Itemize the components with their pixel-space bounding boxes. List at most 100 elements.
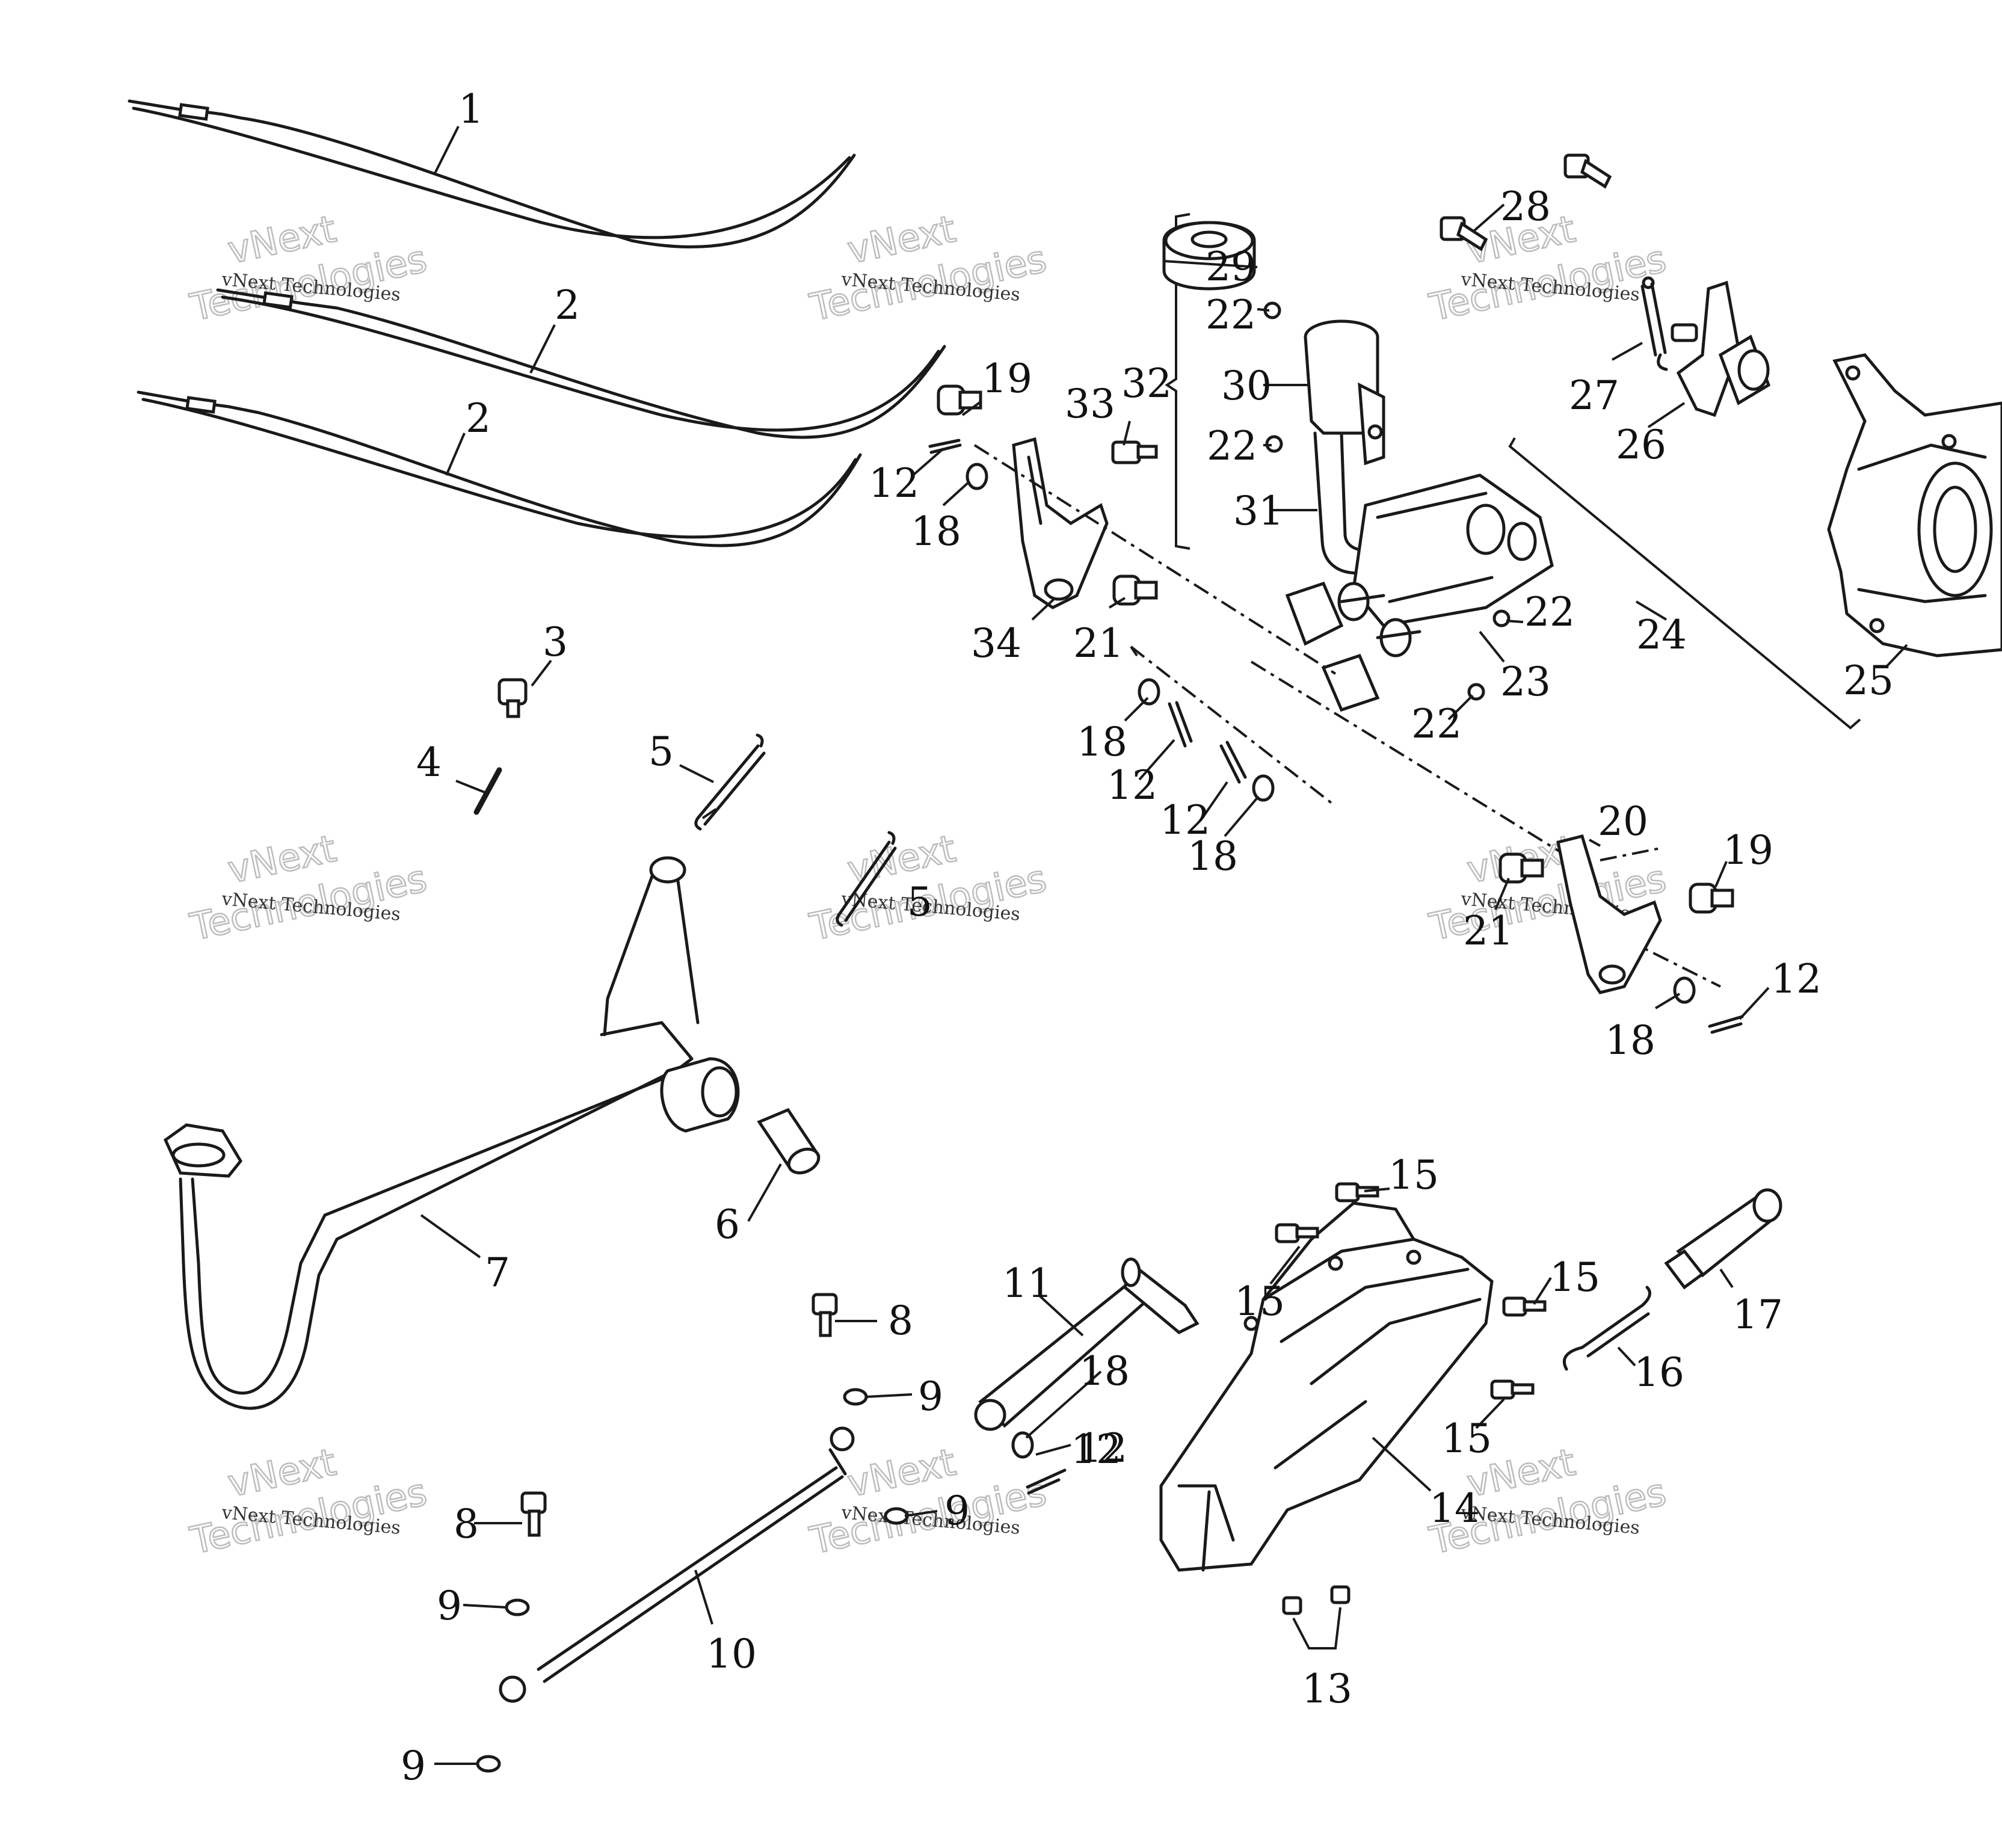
pin-part-21-upper xyxy=(1112,574,1158,606)
lever-part-20 xyxy=(1556,834,1662,994)
callout-18: 18 xyxy=(1079,1348,1130,1394)
callout-18: 18 xyxy=(1605,1017,1656,1064)
callout-26: 26 xyxy=(1616,422,1666,468)
callout-9: 9 xyxy=(401,1743,426,1789)
clip-part-22-c xyxy=(1492,609,1511,627)
callout-4: 4 xyxy=(416,739,442,786)
bracket-indicator-part-24 xyxy=(1508,437,1861,730)
callout-labels: 1 2 2 3 4 5 5 6 7 8 8 9 9 9 9 10 11 12 1… xyxy=(401,86,1894,1789)
bolt-part-28-b xyxy=(1563,153,1612,189)
rod-part-10 xyxy=(499,1426,855,1703)
callout-29: 29 xyxy=(1206,244,1256,290)
callout-9: 9 xyxy=(437,1583,462,1629)
master-cylinder-part-23 xyxy=(1285,473,1554,712)
callout-31: 31 xyxy=(1233,488,1284,534)
dashed-linkage-lower xyxy=(1250,661,1721,988)
bracket-part-14 xyxy=(1159,1201,1494,1572)
callout-5: 5 xyxy=(648,728,674,775)
callout-28: 28 xyxy=(1500,183,1551,230)
callout-33: 33 xyxy=(1065,381,1115,427)
callout-34: 34 xyxy=(971,620,1021,667)
bolt-part-15-a xyxy=(1335,1182,1379,1203)
washer-part-18-a xyxy=(966,463,988,490)
callout-11: 11 xyxy=(1002,1260,1053,1307)
bolt-part-8-lower xyxy=(520,1491,547,1537)
callout-3: 3 xyxy=(543,619,568,665)
cotter-part-12-c xyxy=(1219,741,1247,784)
callout-22: 22 xyxy=(1206,292,1256,338)
callout-8: 8 xyxy=(888,1298,913,1344)
nut-part-9-c xyxy=(505,1598,530,1616)
cotter-part-12-d xyxy=(1708,1015,1744,1034)
spring-part-16 xyxy=(1562,1286,1651,1371)
callout-8: 8 xyxy=(454,1501,479,1547)
cable-part-2-lower xyxy=(137,390,862,547)
callout-12: 12 xyxy=(1077,1425,1127,1471)
callout-20: 20 xyxy=(1598,798,1648,845)
bracket-indicator-part-32 xyxy=(1165,213,1190,550)
callout-12: 12 xyxy=(1160,797,1210,843)
callout-21: 21 xyxy=(1463,908,1514,954)
washer-part-18-b xyxy=(1138,678,1160,706)
nut-part-9-d xyxy=(476,1755,501,1773)
brake-pedal-part-7 xyxy=(163,856,740,1410)
callout-18: 18 xyxy=(911,508,961,555)
callout-30: 30 xyxy=(1221,363,1272,409)
washer-part-18-d xyxy=(1673,976,1696,1004)
reservoir-cap-part-29 xyxy=(1162,221,1256,291)
callout-2: 2 xyxy=(466,395,491,442)
leader-lines xyxy=(420,126,1908,1765)
pin-part-19-lower xyxy=(1689,882,1734,914)
washer-part-18-lower xyxy=(1011,1431,1034,1459)
callout-24: 24 xyxy=(1636,612,1687,658)
bolt-part-15-d xyxy=(1490,1379,1535,1400)
lever-part-26 xyxy=(1671,280,1771,417)
callout-16: 16 xyxy=(1634,1349,1684,1396)
cotter-part-4 xyxy=(473,767,502,815)
callout-23: 23 xyxy=(1500,659,1551,705)
callout-15: 15 xyxy=(1550,1254,1600,1301)
callout-2: 2 xyxy=(555,282,580,328)
callout-14: 14 xyxy=(1429,1485,1480,1532)
callout-19: 19 xyxy=(1723,827,1773,873)
link-arm-part-11 xyxy=(974,1257,1200,1431)
callout-12: 12 xyxy=(1071,1426,1121,1473)
callout-1: 1 xyxy=(458,86,484,132)
callout-9: 9 xyxy=(918,1373,943,1420)
cable-part-2-upper xyxy=(216,288,946,439)
callout-21: 21 xyxy=(1073,620,1124,667)
callout-15: 15 xyxy=(1388,1152,1439,1198)
callout-15: 15 xyxy=(1234,1278,1285,1325)
nut-part-9-b xyxy=(884,1507,909,1525)
callout-17: 17 xyxy=(1732,1292,1783,1338)
callout-7: 7 xyxy=(485,1249,510,1296)
spring-part-27 xyxy=(1640,276,1668,371)
callout-27: 27 xyxy=(1569,372,1619,419)
callout-18: 18 xyxy=(1187,833,1238,879)
spring-part-5-lower xyxy=(836,831,897,927)
callout-15: 15 xyxy=(1441,1415,1492,1462)
spring-part-5-upper xyxy=(694,733,766,831)
nut-part-9-a xyxy=(843,1388,868,1406)
bolt-part-15-c xyxy=(1502,1296,1547,1317)
nut-part-13 xyxy=(1282,1585,1351,1649)
callout-13: 13 xyxy=(1302,1666,1352,1712)
callout-22: 22 xyxy=(1207,423,1257,469)
callout-22: 22 xyxy=(1524,589,1575,635)
callout-22: 22 xyxy=(1411,701,1462,747)
cotter-part-12-lower xyxy=(1026,1468,1067,1495)
callout-9: 9 xyxy=(944,1488,970,1534)
lever-part-34 xyxy=(1012,437,1109,609)
pin-part-3 xyxy=(497,678,528,718)
bolt-part-15-b xyxy=(1275,1223,1319,1243)
switch-part-17 xyxy=(1664,1188,1782,1290)
cotter-part-12-b xyxy=(1168,701,1193,748)
callout-12: 12 xyxy=(869,460,919,507)
callout-18: 18 xyxy=(1077,719,1127,765)
bolt-part-33 xyxy=(1111,440,1158,464)
pin-part-21-lower xyxy=(1498,852,1544,884)
callout-25: 25 xyxy=(1843,658,1894,704)
callout-12: 12 xyxy=(1771,956,1822,1002)
callout-19: 19 xyxy=(982,356,1032,402)
reservoir-part-30 xyxy=(1304,319,1385,466)
